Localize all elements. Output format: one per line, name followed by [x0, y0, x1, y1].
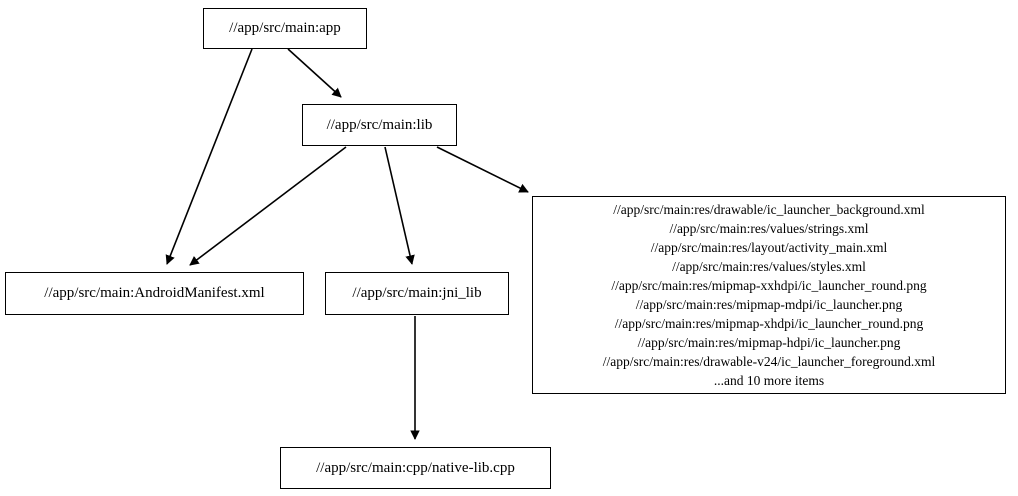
node-label: //app/src/main:lib [326, 116, 433, 133]
node-app-src-main-cpp-native-lib-cpp[interactable]: //app/src/main:cpp/native-lib.cpp [280, 447, 551, 489]
node-resources-list[interactable]: //app/src/main:res/drawable/ic_launcher_… [532, 196, 1006, 394]
node-label: //app/src/main:jni_lib [352, 285, 482, 302]
edge-lib-to-resources [436, 146, 529, 193]
node-app-src-main-androidmanifest-xml[interactable]: //app/src/main:AndroidManifest.xml [5, 272, 304, 315]
node-app-src-main-jni-lib[interactable]: //app/src/main:jni_lib [325, 272, 509, 315]
node-label: //app/src/main:cpp/native-lib.cpp [316, 459, 515, 476]
edge-app-to-manifest [165, 48, 253, 265]
node-label: //app/src/main:app [229, 20, 341, 37]
node-app-src-main-app[interactable]: //app/src/main:app [203, 8, 367, 49]
edge-lib-to-manifest [189, 146, 347, 266]
node-app-src-main-lib[interactable]: //app/src/main:lib [302, 104, 457, 146]
edge-app-to-lib [287, 48, 342, 98]
node-label: //app/src/main:res/drawable/ic_launcher_… [602, 202, 936, 388]
node-label: //app/src/main:AndroidManifest.xml [44, 285, 265, 302]
edge-lib-to-jni-lib [384, 146, 415, 265]
